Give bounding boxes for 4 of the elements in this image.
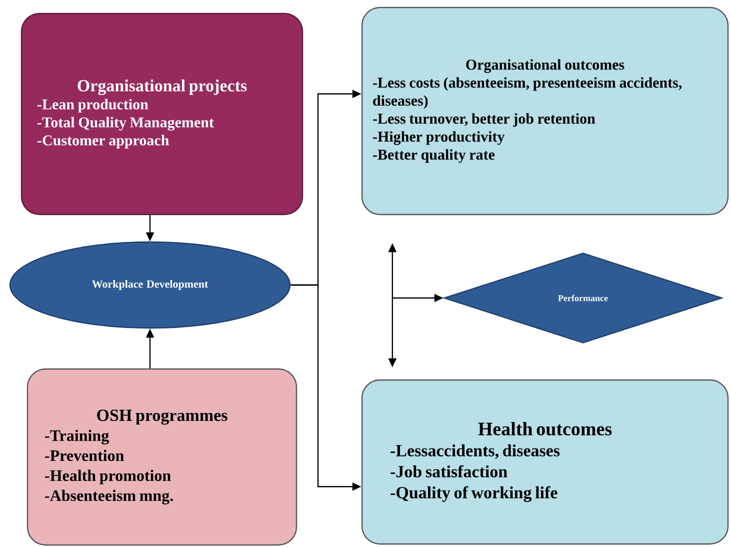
process-box: OSH programmes -Training -Prevention -Health promotion -Absenteeism mng. xyxy=(26,368,298,546)
process-box: Health outcomes -Lessaccidents, diseases -Job satisfaction -Quality of working life xyxy=(361,379,729,545)
process-box: Organisational projects -Lean production -Total Quality Management -Customer approach xyxy=(20,12,304,216)
process-box: Organisational outcomes -Less costs (absenteeism, presenteeism accidents, diseases) -Less turnover, better job retention -Higher productivity -Better quality rate xyxy=(361,6,729,216)
